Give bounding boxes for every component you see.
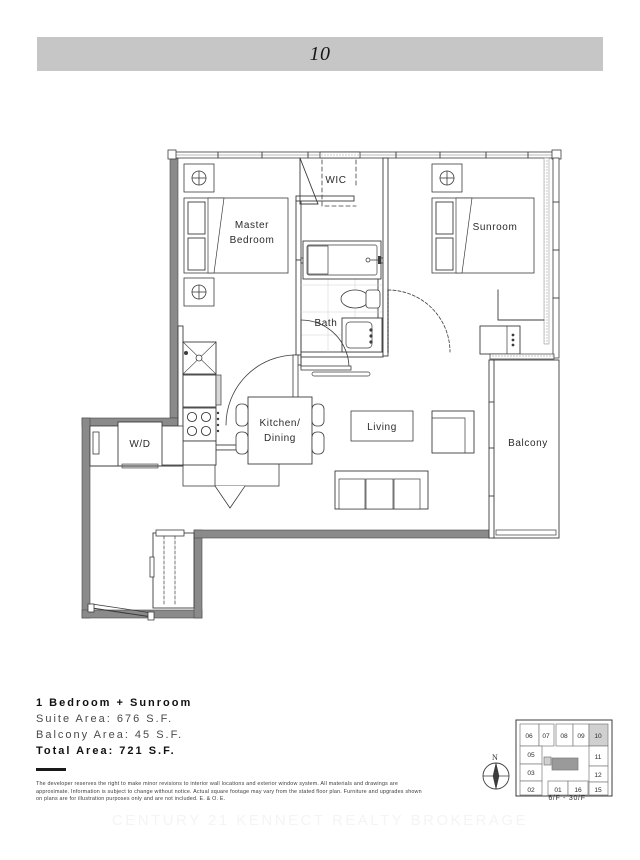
divider-rule	[36, 768, 66, 771]
label-kitchen-dining-line2: Dining	[264, 433, 296, 444]
suite-area-line: Suite Area: 676 S.F.	[36, 713, 174, 725]
balcony-area-line: Balcony Area: 45 S.F.	[36, 729, 184, 741]
floorplan-drawing: Master Bedroom WIC	[0, 130, 640, 650]
keyplan-label-16: 16	[574, 787, 582, 794]
toilet-icon	[340, 289, 381, 309]
nightstand-lamp-icon-3	[431, 163, 463, 193]
window-wall-top	[167, 149, 562, 160]
nightstand-lamp-icon	[183, 163, 215, 193]
label-kitchen-dining-line1: Kitchen/	[260, 418, 301, 429]
unit-number: 10	[309, 42, 331, 65]
keyplan-label-02: 02	[527, 787, 535, 794]
keyplan-unit-07	[538, 723, 555, 747]
label-sunroom: Sunroom	[473, 222, 518, 233]
dining-table-furniture: Kitchen/ Dining	[235, 396, 325, 465]
keyplan-label-15: 15	[594, 787, 602, 794]
keyplan-core	[551, 757, 579, 771]
bed-furniture	[183, 197, 289, 274]
keyplan-label-10: 10	[594, 733, 602, 740]
label-living: Living	[367, 422, 397, 433]
room-sunroom: Sunroom	[387, 163, 545, 355]
keyplan-unit-02	[519, 780, 543, 796]
label-master-bedroom-line2: Bedroom	[230, 235, 275, 246]
nightstand-lamp-icon-2	[183, 277, 215, 307]
room-wic: WIC	[299, 157, 357, 207]
total-area-line: Total Area: 721 S.F.	[36, 745, 176, 757]
key-plan-diagram: N 06 07 08 09 10 11 12 15 16	[478, 712, 618, 807]
bathtub-icon	[302, 240, 382, 280]
sunroom-door	[387, 289, 451, 353]
room-balcony: Balcony	[488, 353, 560, 539]
keyplan-elevator	[543, 756, 552, 766]
suite-info-block: 1 Bedroom + Sunroom Suite Area: 676 S.F.…	[36, 695, 376, 771]
keyplan-unit-16	[567, 780, 589, 796]
keyplan-label-06: 06	[525, 733, 533, 740]
wic-door	[299, 157, 319, 205]
keyplan-label-03: 03	[527, 770, 535, 777]
label-laundry: W/D	[129, 439, 150, 450]
keyplan-label-12: 12	[594, 772, 602, 779]
entry-door	[87, 603, 155, 621]
sofa-furniture	[334, 470, 429, 510]
bath-door	[300, 319, 352, 371]
sink-icon	[182, 341, 217, 375]
suite-type-title: 1 Bedroom + Sunroom	[36, 697, 193, 709]
keyplan-label-08: 08	[560, 733, 568, 740]
label-balcony: Balcony	[508, 438, 548, 449]
keyplan-floors-label: 6/F - 30/F	[548, 795, 586, 802]
keyplan-label-11: 11	[595, 754, 602, 761]
label-master-bedroom-line1: Master	[235, 220, 269, 231]
sink-vanity-icon	[341, 317, 383, 353]
keyplan-label-09: 09	[577, 733, 585, 740]
armchair-furniture	[431, 410, 475, 454]
brokerage-watermark: CENTURY 21 KENNECT REALTY BROKERAGE	[111, 812, 529, 829]
room-bath: Bath	[300, 240, 383, 377]
room-master-bedroom: Master Bedroom	[182, 163, 299, 509]
keyplan-label-01: 01	[554, 787, 562, 794]
room-living: Living	[334, 410, 475, 510]
label-wic: WIC	[325, 175, 346, 186]
unit-header-bar: 10	[37, 37, 603, 71]
bed-furniture-2	[431, 197, 535, 274]
keyplan-unit-15	[588, 781, 609, 796]
cabinet-icon	[479, 325, 521, 355]
cooktop-icon	[182, 407, 220, 442]
entry-closet	[149, 529, 195, 609]
window-wall-right	[543, 157, 560, 359]
compass-icon: N	[482, 753, 510, 790]
label-bath: Bath	[315, 318, 338, 329]
compass-north-label: N	[492, 753, 498, 762]
keyplan-label-05: 05	[527, 752, 535, 759]
room-laundry: W/D	[89, 421, 184, 469]
disclaimer-text: The developer reserves the right to make…	[36, 781, 422, 803]
keyplan-label-07: 07	[542, 733, 550, 740]
refrigerator-icon	[182, 374, 222, 408]
